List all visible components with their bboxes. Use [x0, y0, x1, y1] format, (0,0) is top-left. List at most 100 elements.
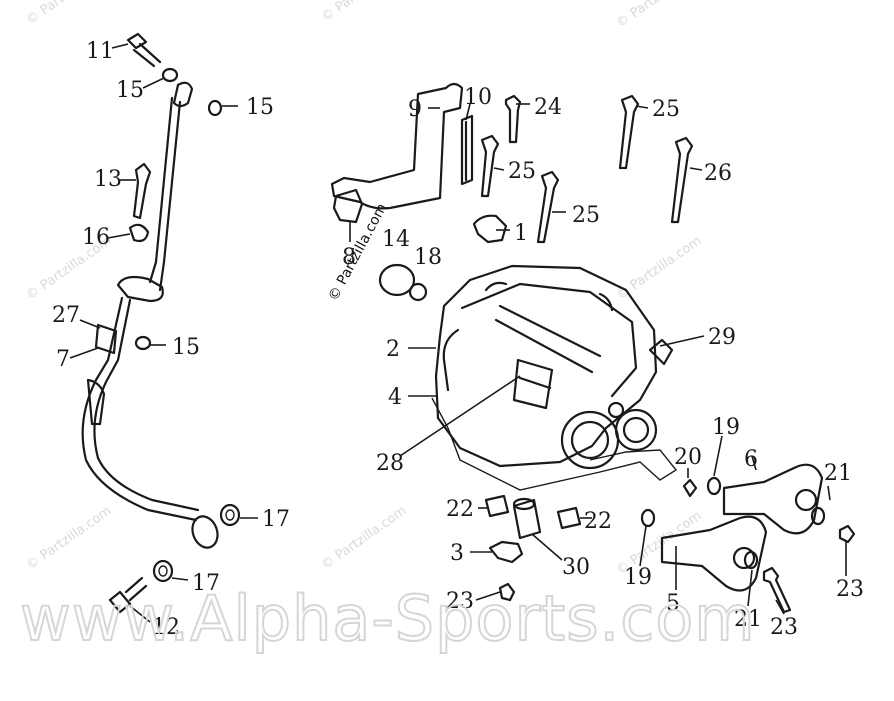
callout-29: 29: [708, 325, 736, 350]
callout-16: 16: [82, 225, 110, 250]
bolt-13: [132, 162, 152, 220]
callout-23: 23: [836, 577, 864, 602]
callout-22: 22: [446, 497, 474, 522]
oil-pipe-upper: [154, 96, 182, 264]
o-ring-19: [640, 508, 656, 528]
callout-19: 19: [712, 415, 740, 440]
callout-10: 10: [464, 85, 492, 110]
leader-lines: [69, 43, 847, 623]
o-ring-14: [378, 263, 416, 297]
callout-23: 23: [770, 615, 798, 640]
callout-numbers: 11 15 15 13 16 27 7 15 17 17 12 9 10 24 …: [52, 39, 864, 640]
callout-7: 7: [56, 347, 70, 372]
washer-15: [161, 67, 179, 83]
callout-25: 25: [652, 97, 680, 122]
callout-14: 14: [382, 227, 410, 252]
collar-22: [484, 494, 510, 518]
callout-19: 19: [624, 565, 652, 590]
tappet-cap: [614, 408, 658, 452]
callout-9: 9: [408, 97, 422, 122]
oil-pipe-assembly: [81, 32, 241, 614]
clamp-27: [94, 323, 118, 355]
callout-15: 15: [116, 78, 144, 103]
callout-23: 23: [446, 589, 474, 614]
callout-24: 24: [534, 95, 562, 120]
callout-28: 28: [376, 451, 404, 476]
fitting-3: [488, 540, 524, 564]
bracket-9: [330, 82, 464, 210]
gasket-4: [431, 397, 678, 491]
pipe-banjo-upper: [172, 81, 194, 108]
callout-27: 27: [52, 303, 80, 328]
washer-17: [219, 503, 241, 527]
plate-10: [460, 114, 474, 186]
collar-22: [556, 506, 582, 530]
callout-25: 25: [572, 203, 600, 228]
watermark-partzilla: © Partzilla.com: [614, 0, 705, 31]
rocker-shaft-6: [722, 463, 824, 535]
watermark-partzilla: © Partzilla.com: [319, 0, 410, 25]
cover-bolts: [480, 94, 694, 244]
clip-16: [128, 223, 150, 243]
bolt-25: [536, 170, 560, 244]
clip-1: [472, 214, 508, 244]
sleeve-30: [512, 498, 542, 540]
bolt-25: [618, 94, 640, 170]
screw-23: [498, 582, 516, 602]
watermark-alpha-sports: www.Alpha-Sports.com: [20, 582, 756, 655]
tube-28: [512, 358, 554, 410]
washer-21: [810, 506, 826, 526]
callout-12: 12: [152, 615, 180, 640]
rocker-shaft-5: [660, 515, 768, 592]
cylinder-head-cover: [330, 82, 678, 491]
bolt-25: [480, 134, 500, 198]
callout-11: 11: [86, 39, 114, 64]
callout-8: 8: [342, 245, 356, 270]
screw-23: [838, 524, 856, 544]
callout-20: 20: [674, 445, 702, 470]
callout-13: 13: [94, 167, 122, 192]
pipe-bracket: [86, 378, 106, 426]
bolt-23: [762, 566, 792, 614]
pipe-banjo-lower: [191, 515, 219, 549]
callout-15: 15: [246, 95, 274, 120]
fitting-8: [332, 188, 364, 224]
oil-pipe-lower-7: [81, 296, 200, 522]
washer-17: [152, 559, 174, 583]
pipe-junction: [116, 275, 164, 303]
washer-21: [743, 550, 759, 570]
washer-15-lower: [134, 335, 152, 351]
callout-2: 2: [386, 337, 400, 362]
cover-body-2: [434, 264, 658, 468]
callout-17: 17: [262, 507, 290, 532]
callout-4: 4: [388, 385, 402, 410]
rocker-parts: [484, 463, 856, 614]
watermark-partzilla: © Partzilla.com: [24, 503, 115, 573]
bolt-24: [504, 94, 522, 144]
washer-18: [408, 282, 428, 302]
callout-6: 6: [744, 447, 758, 472]
callout-17: 17: [192, 571, 220, 596]
callout-18: 18: [414, 245, 442, 270]
callout-26: 26: [704, 161, 732, 186]
bolt-26: [670, 136, 694, 224]
callout-1: 1: [514, 221, 528, 246]
banjo-bolt-12: [108, 576, 148, 614]
washer-15: [207, 99, 223, 117]
pin-20: [682, 478, 698, 498]
callout-21: 21: [734, 607, 762, 632]
callout-22: 22: [584, 509, 612, 534]
callout-25: 25: [508, 159, 536, 184]
watermark-partzilla: © Partzilla.com: [319, 503, 410, 573]
banjo-bolt-11: [126, 32, 162, 68]
callout-21: 21: [824, 461, 852, 486]
o-ring-19: [706, 476, 722, 496]
callout-30: 30: [562, 555, 590, 580]
callout-3: 3: [450, 541, 464, 566]
watermark-partzilla: © Partzilla.com: [24, 0, 115, 28]
bracket-29: [648, 338, 674, 366]
callout-5: 5: [666, 591, 680, 616]
callout-15: 15: [172, 335, 200, 360]
